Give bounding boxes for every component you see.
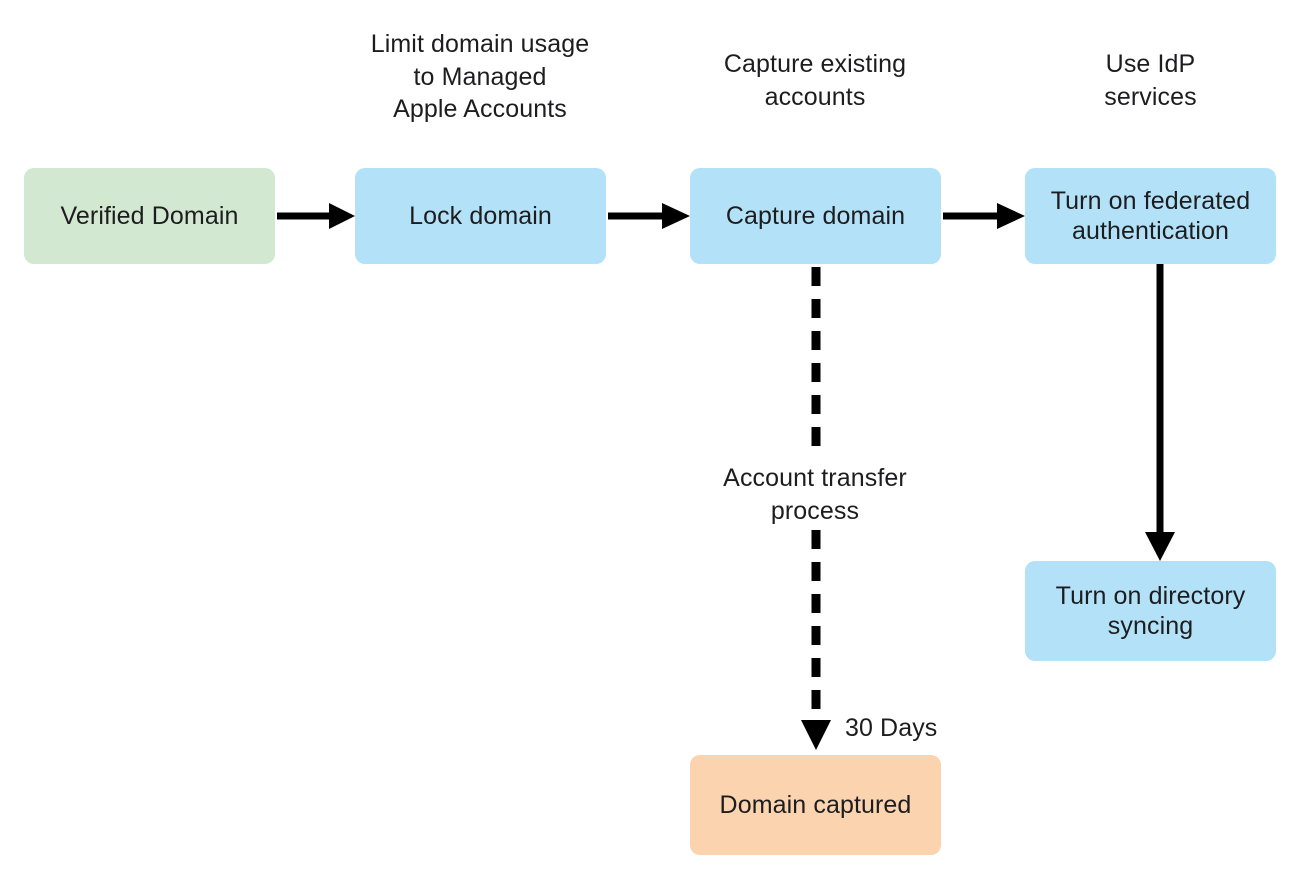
arrow-shaft-and-head [277,203,355,229]
dashed-shaft-and-head [801,530,831,750]
node-federated-authentication[interactable]: Turn on federated authentication [1025,168,1276,264]
edge-capture-to-domain-captured-upper [811,267,821,453]
edge-verified-to-lock [277,203,355,229]
node-domain-captured[interactable]: Domain captured [690,755,941,855]
arrow-shaft-and-head [1145,264,1175,561]
edge-capture-to-domain-captured-lower [801,530,831,750]
arrow-shaft-and-head [608,203,690,229]
arrow-shaft-and-head [943,203,1025,229]
edge-label-30-days: 30 Days [845,714,938,742]
caption-lock-domain: Limit domain usage to Managed Apple Acco… [370,30,590,123]
edge-label-account-transfer: Account transfer process [723,464,907,525]
node-capture-domain[interactable]: Capture domain [690,168,941,264]
edge-lock-to-capture [608,203,690,229]
node-directory-syncing[interactable]: Turn on directory syncing [1025,561,1276,661]
edge-federated-to-directory [1145,264,1175,561]
node-verified-domain[interactable]: Verified Domain [24,168,275,264]
caption-federated-auth: Use IdP services [1104,50,1197,111]
node-lock-domain[interactable]: Lock domain [355,168,606,264]
caption-capture-domain: Capture existing accounts [723,50,907,111]
edge-capture-to-federated [943,203,1025,229]
